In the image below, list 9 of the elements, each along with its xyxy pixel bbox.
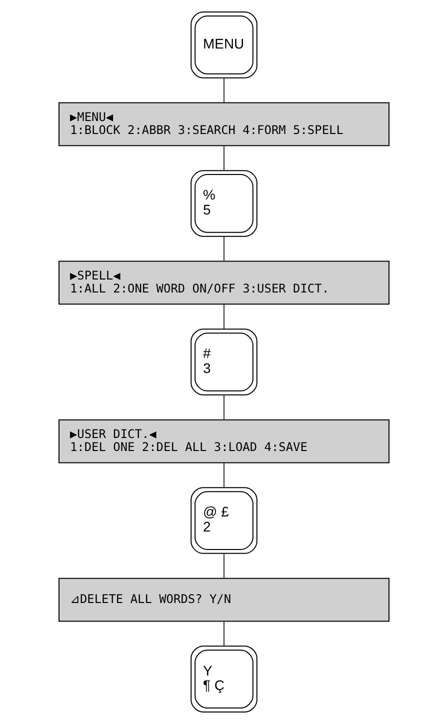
node-box: MENU xyxy=(190,12,258,78)
node-box: % 5 xyxy=(190,170,258,237)
node-box: ▶MENU◀ 1:BLOCK 2:ABBR 3:SEARCH 4:FORM 5:SPELL xyxy=(58,102,390,146)
node-box: ▶SPELL◀ 1:ALL 2:ONE WORD ON/OFF 3:USER DICT. xyxy=(58,260,390,305)
node-box: ▶USER DICT.◀ 1:DEL ONE 2:DEL ALL 3:LOAD 4:SAVE xyxy=(58,419,390,464)
node-box: Y ¶ Ç xyxy=(190,646,258,712)
node-box: # 3 xyxy=(190,328,258,396)
node-box: ⊿DELETE ALL WORDS? Y/N xyxy=(58,578,390,622)
node-box: @ £ 2 xyxy=(190,487,258,554)
